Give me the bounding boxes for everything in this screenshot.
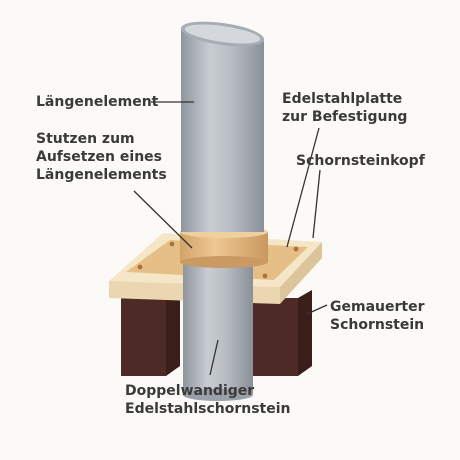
label-line: Gemauerter <box>330 299 425 315</box>
label-line: Edelstahlplatte <box>282 91 403 107</box>
label-line: Stutzen zum <box>36 131 135 147</box>
label-line: Doppelwandiger <box>125 383 255 399</box>
label-edelstahlplatte: Edelstahlplatte zur Befestigung <box>282 90 407 126</box>
brick-chimney <box>121 290 312 376</box>
lower-flue-pipe <box>183 262 253 401</box>
length-element-pipe <box>180 21 265 232</box>
label-line: Schornsteinkopf <box>296 153 425 169</box>
label-line: Längenelements <box>36 167 167 183</box>
label-line: zur Befestigung <box>282 109 408 125</box>
label-laengenelement: Längenelement <box>36 93 158 111</box>
label-line: Aufsetzen eines <box>36 149 162 165</box>
label-gemauerter: Gemauerter Schornstein <box>330 298 424 334</box>
label-line: Längenelement <box>36 94 159 110</box>
label-stutzen: Stutzen zum Aufsetzen eines Längenelemen… <box>36 130 167 184</box>
label-line: Edelstahlschornstein <box>125 401 291 417</box>
leader-lines <box>133 101 328 376</box>
stutzen-collar <box>180 226 268 268</box>
label-doppelwandiger: Doppelwandiger Edelstahlschornstein <box>125 382 291 418</box>
label-line: Schornstein <box>330 317 425 333</box>
label-schornsteinkopf: Schornsteinkopf <box>296 152 425 170</box>
